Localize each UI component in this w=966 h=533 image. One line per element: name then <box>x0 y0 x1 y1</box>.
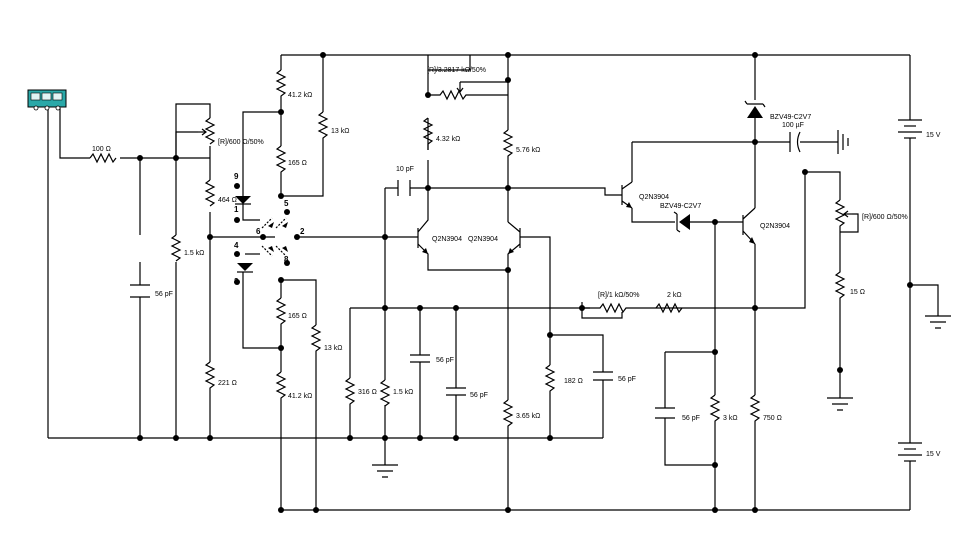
ground-symbol-battery <box>925 315 951 329</box>
resistor-100-ohm[interactable]: 100 Ω <box>89 146 117 164</box>
svg-text:3 kΩ: 3 kΩ <box>723 415 738 422</box>
resistor-41.2k-top[interactable]: 41.2 kΩ <box>275 69 312 100</box>
battery-top[interactable]: 15 V <box>898 115 941 140</box>
svg-text:165 Ω: 165 Ω <box>288 313 307 320</box>
svg-text:56 pF: 56 pF <box>682 415 700 422</box>
diode-bridge[interactable]: 9 1 5 6 2 4 8 3 <box>234 172 305 286</box>
svg-text:1.5 kΩ: 1.5 kΩ <box>184 250 204 257</box>
svg-text:8: 8 <box>284 255 289 264</box>
resistor-15-ohm[interactable]: 15 Ω <box>834 265 865 302</box>
wires <box>47 54 939 511</box>
resistor-3.65k[interactable]: 3.65 kΩ <box>502 399 540 430</box>
svg-text:13 kΩ: 13 kΩ <box>331 128 349 135</box>
svg-text:1.5 kΩ: 1.5 kΩ <box>393 389 413 396</box>
svg-text:4: 4 <box>234 241 239 250</box>
resistor-316-ohm[interactable]: 316 Ω <box>344 377 377 408</box>
multimeter-icon[interactable] <box>27 89 67 111</box>
svg-text:221 Ω: 221 Ω <box>218 380 237 387</box>
ground-symbol-chassis <box>837 130 849 154</box>
capacitor-56pF-mid3[interactable]: 56 pF <box>593 371 636 383</box>
resistor-1.5k-left[interactable]: 1.5 kΩ <box>170 234 204 262</box>
ground-symbol-mid <box>372 464 398 478</box>
resistor-1.5k-mid[interactable]: 1.5 kΩ <box>379 379 413 407</box>
svg-text:165 Ω: 165 Ω <box>288 160 307 167</box>
battery-bottom[interactable]: 15 V <box>898 438 941 475</box>
junction-dots <box>137 52 913 513</box>
svg-text:13 kΩ: 13 kΩ <box>324 345 342 352</box>
resistor-221-ohm[interactable]: 221 Ω <box>204 361 237 395</box>
svg-text:56 pF: 56 pF <box>155 291 173 298</box>
resistor-41.2k-bottom[interactable]: 41.2 kΩ <box>275 371 312 405</box>
svg-text:56 pF: 56 pF <box>618 376 636 383</box>
svg-text:41.2 kΩ: 41.2 kΩ <box>288 92 312 99</box>
resistor-464-ohm[interactable]: 464 Ω <box>204 179 237 207</box>
svg-text:1: 1 <box>234 205 239 214</box>
svg-text:15 V: 15 V <box>926 451 941 458</box>
svg-text:750 Ω: 750 Ω <box>763 415 782 422</box>
potentiometer-mid[interactable]: [R]/1 kΩ/50% <box>582 292 639 314</box>
svg-text:5.76 kΩ: 5.76 kΩ <box>516 147 540 154</box>
svg-text:56 pF: 56 pF <box>436 357 454 364</box>
svg-text:BZV49-C2V7: BZV49-C2V7 <box>660 203 701 210</box>
resistor-165-ohm-top[interactable]: 165 Ω <box>275 145 307 174</box>
potentiometer-left[interactable]: [R]/600 Ω/50% <box>198 117 264 146</box>
svg-text:15 V: 15 V <box>926 132 941 139</box>
capacitor-56pF-left[interactable]: 56 pF <box>130 284 173 298</box>
svg-text:6: 6 <box>256 227 261 236</box>
svg-text:Q2N3904: Q2N3904 <box>468 236 498 243</box>
resistor-4.32k[interactable]: 4.32 kΩ <box>422 117 460 150</box>
svg-text:[R]/600 Ω/50%: [R]/600 Ω/50% <box>862 214 908 221</box>
capacitor-56pF-right[interactable]: 56 pF <box>655 407 700 422</box>
capacitor-100uF[interactable]: 100 µF <box>782 122 804 153</box>
svg-text:3: 3 <box>234 277 239 286</box>
resistor-13k-top[interactable]: 13 kΩ <box>317 111 349 145</box>
svg-text:Q2N3904: Q2N3904 <box>760 223 790 230</box>
svg-text:100 Ω: 100 Ω <box>92 146 111 153</box>
svg-text:BZV49-C2V7: BZV49-C2V7 <box>770 114 811 121</box>
svg-text:100 µF: 100 µF <box>782 122 804 129</box>
ground-symbol-right <box>827 397 853 411</box>
svg-text:41.2 kΩ: 41.2 kΩ <box>288 393 312 400</box>
svg-text:5: 5 <box>284 199 289 208</box>
svg-text:2 kΩ: 2 kΩ <box>667 292 682 299</box>
resistor-5.76k[interactable]: 5.76 kΩ <box>502 129 540 170</box>
svg-text:4.32 kΩ: 4.32 kΩ <box>436 136 460 143</box>
transistor-left[interactable]: Q2N3904 <box>417 210 462 258</box>
resistor-182-ohm[interactable]: 182 Ω <box>544 364 583 392</box>
svg-text:3.65 kΩ: 3.65 kΩ <box>516 413 540 420</box>
transistor-mid[interactable]: Q2N3904 <box>468 221 521 258</box>
potentiometer-right[interactable]: [R]/600 Ω/50% <box>834 199 908 238</box>
svg-text:316 Ω: 316 Ω <box>358 389 377 396</box>
svg-text:2: 2 <box>300 227 305 236</box>
svg-text:15 Ω: 15 Ω <box>850 289 865 296</box>
transistor-upper[interactable]: Q2N3904 <box>621 181 669 209</box>
svg-text:56 pF: 56 pF <box>470 392 488 399</box>
svg-text:[R]/3.2817 kΩ/50%: [R]/3.2817 kΩ/50% <box>427 67 486 74</box>
zener-diode-top[interactable]: BZV49-C2V7 <box>744 100 811 121</box>
capacitor-56pF-mid1[interactable]: 56 pF <box>410 354 454 364</box>
zener-diode-mid[interactable]: BZV49-C2V7 <box>660 203 701 233</box>
resistor-2k[interactable]: 2 kΩ <box>632 292 683 314</box>
svg-text:[R]/1 kΩ/50%: [R]/1 kΩ/50% <box>598 292 639 299</box>
svg-text:[R]/600 Ω/50%: [R]/600 Ω/50% <box>218 139 264 146</box>
svg-text:464 Ω: 464 Ω <box>218 197 237 204</box>
capacitor-56pF-mid2[interactable]: 56 pF <box>446 387 488 399</box>
resistor-3k[interactable]: 3 kΩ <box>709 394 738 430</box>
svg-text:182 Ω: 182 Ω <box>564 378 583 385</box>
resistor-13k-bottom[interactable]: 13 kΩ <box>310 324 342 355</box>
svg-text:Q2N3904: Q2N3904 <box>432 236 462 243</box>
svg-text:9: 9 <box>234 172 239 181</box>
resistor-165-ohm-bottom[interactable]: 165 Ω <box>275 297 307 330</box>
svg-text:10 pF: 10 pF <box>396 166 414 173</box>
transistor-right[interactable]: Q2N3904 <box>742 207 790 245</box>
capacitor-10pF[interactable]: 10 pF <box>396 166 414 196</box>
potentiometer-top[interactable]: [R]/3.2817 kΩ/50% <box>427 67 508 101</box>
svg-text:Q2N3904: Q2N3904 <box>639 194 669 201</box>
resistor-750-ohm[interactable]: 750 Ω <box>749 394 782 428</box>
